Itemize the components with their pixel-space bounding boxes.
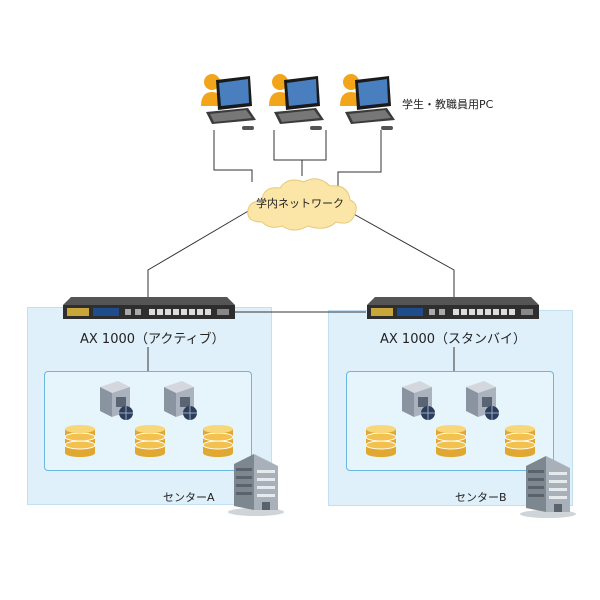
pc2-link-a [273, 130, 303, 176]
device-a-label: AX 1000（アクティブ） [80, 332, 225, 347]
network-label: 学内ネットワーク [256, 197, 344, 210]
server-icon [164, 381, 197, 420]
pc2-link-b [302, 130, 327, 161]
database-icon [435, 425, 467, 457]
pc-user-icon [201, 74, 256, 130]
pc-user-icon [340, 74, 395, 130]
server-icon [402, 381, 435, 420]
center-b-label: センターB [455, 491, 507, 504]
load-balancer-device-icon [367, 297, 539, 319]
pc1-link [213, 130, 253, 182]
cloud-to-device-a [147, 209, 251, 298]
database-icon [202, 425, 234, 457]
database-icon [365, 425, 397, 457]
pc3-link [337, 130, 382, 186]
server-icon [466, 381, 499, 420]
server-icon [100, 381, 133, 420]
center-a-label: センターA [163, 491, 215, 504]
building-icon [520, 456, 576, 518]
cloud-icon [247, 178, 357, 231]
database-icon [504, 425, 536, 457]
device-b-label: AX 1000（スタンバイ） [380, 332, 527, 347]
clients-label: 学生・教職員用PC [402, 98, 494, 111]
building-icon [228, 454, 284, 516]
load-balancer-device-icon [63, 297, 235, 319]
pc-user-icon [269, 74, 324, 130]
database-icon [64, 425, 96, 457]
cloud-to-device-b [349, 211, 455, 298]
database-icon [134, 425, 166, 457]
